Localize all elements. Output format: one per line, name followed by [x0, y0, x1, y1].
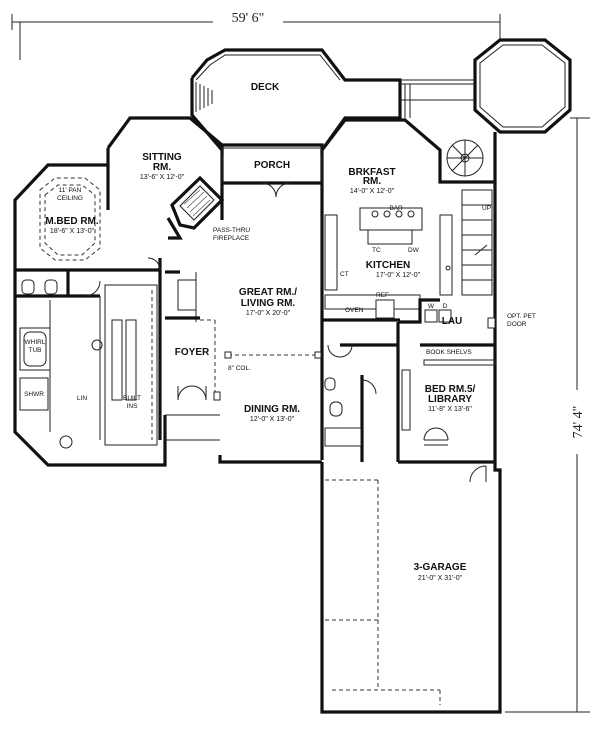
exterior-walls — [13, 116, 502, 714]
great-room: GREAT RM./ LIVING RM. 17'-0" X 20'-0" — [165, 185, 297, 322]
fireplace-note-2: FIREPLACE — [213, 235, 250, 242]
bed5-label-1: BED RM.5/ — [425, 384, 476, 395]
dining-size: 12'-0" X 13'-0" — [250, 416, 295, 423]
bar-label: BAR — [389, 205, 403, 212]
breakfast-room: BRKFAST RM. 14'-0" X 12'-0" — [348, 167, 395, 195]
garage-label: 3-GARAGE — [414, 562, 467, 573]
tc-label: TC — [372, 247, 381, 254]
dining-room: DINING RM. 12'-0" X 13'-0" — [244, 404, 300, 423]
master-bedroom: 11' PAN CEILING M.BED RM. 18'-6" X 13'-0… — [39, 177, 101, 261]
dw-label: DW — [408, 247, 420, 254]
walk-in-closet: BUILT INS — [104, 284, 162, 446]
lau-label: LAU — [442, 316, 463, 327]
column-note: 8" COL. — [228, 365, 251, 372]
whirl-tub-label-2: TUB — [29, 347, 42, 354]
whirl-tub-label-1: WHIRL — [25, 339, 46, 346]
foyer: 8" COL. FOYER — [165, 316, 322, 401]
overall-width-dimension: 59' 6" — [11, 9, 501, 60]
great-label-1: GREAT RM./ — [239, 287, 297, 298]
pass-thru-fireplace: PASS-THRU FIREPLACE — [166, 175, 250, 242]
pet-door-label-2: DOOR — [507, 321, 527, 328]
kitchen-label: KITCHEN — [366, 260, 410, 271]
great-size: 17'-0" X 20'-0" — [246, 310, 291, 317]
bedroom-5-library: BOOK SHELVS BED RM.5/ LIBRARY 11'-8" X 1… — [401, 349, 496, 446]
pet-door-label-1: OPT. PET — [507, 313, 536, 320]
laundry: W D LAU OPT. PET DOOR — [398, 298, 536, 347]
gazebo-deck — [400, 38, 572, 134]
porch: PORCH — [221, 147, 323, 198]
dining-label: DINING RM. — [244, 404, 300, 415]
master-bath: WHIRL TUB SHWR LIN — [15, 270, 103, 449]
oven-label: OVEN — [345, 307, 364, 314]
master-label: M.BED RM. — [45, 216, 99, 227]
washer-label: W — [428, 303, 435, 310]
sitting-size: 13'-6" X 12'-0" — [140, 174, 185, 181]
built-ins-label-2: INS — [127, 403, 139, 410]
book-shelves-label: BOOK SHELVS — [426, 349, 472, 356]
brkfast-label-2: RM. — [363, 176, 382, 187]
master-size: 18'-6" X 13'-0" — [50, 228, 95, 235]
kitchen-size: 17'-0" X 12'-0" — [376, 272, 421, 279]
kitchen: BAR TC DW CT KITCHEN 17'-0" X 12'-0" REF… — [322, 205, 453, 322]
garage: 3-GARAGE 21'-0" X 31'-0" — [325, 465, 487, 705]
porch-label: PORCH — [254, 160, 290, 171]
overall-depth-dimension: 74' 4" — [505, 117, 590, 713]
deck: DECK — [190, 48, 402, 155]
stairs: UP — [446, 139, 493, 296]
hall-bath — [324, 322, 400, 462]
ref-label: REF — [376, 292, 389, 299]
linen-label: LIN — [77, 395, 87, 402]
master-ceiling-2: CEILING — [57, 195, 83, 202]
shower-label: SHWR — [24, 391, 44, 398]
deck-label: DECK — [251, 82, 280, 93]
brkfast-label-1: BRKFAST — [348, 167, 395, 178]
dryer-label: D — [443, 303, 448, 310]
brkfast-size: 14'-0" X 12'-0" — [350, 188, 395, 195]
fireplace-note-1: PASS-THRU — [213, 227, 250, 234]
ct-label: CT — [340, 271, 349, 278]
master-ceiling-1: 11' PAN — [59, 187, 82, 194]
width-dimension-label: 59' 6" — [232, 11, 265, 26]
stair-up-label: UP — [482, 205, 491, 212]
sitting-room: SITTING RM. 13'-6" X 12'-0" — [140, 152, 185, 290]
sitting-label-1: SITTING — [142, 152, 182, 163]
depth-dimension-label: 74' 4" — [571, 406, 586, 439]
sitting-label-2: RM. — [153, 162, 172, 173]
great-label-2: LIVING RM. — [241, 298, 296, 309]
built-ins-label-1: BUILT — [123, 395, 141, 402]
garage-size: 21'-0" X 31'-0" — [418, 575, 463, 582]
bed5-size: 11'-8" X 13'-6" — [428, 406, 472, 413]
foyer-label: FOYER — [175, 347, 210, 358]
bed5-label-2: LIBRARY — [428, 394, 472, 405]
